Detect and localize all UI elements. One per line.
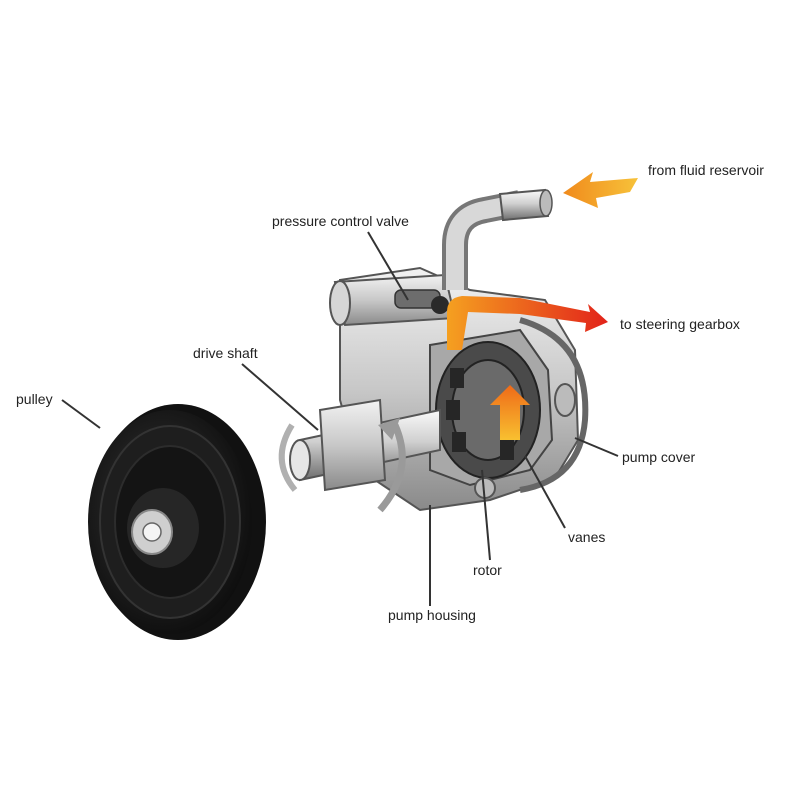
pressure-valve-illustration [329,273,457,327]
label-drive-shaft: drive shaft [193,345,258,361]
label-pump-cover: pump cover [622,449,696,465]
outflow-arrow [447,296,608,350]
pumping-arrow [490,385,530,440]
drive-shaft-illustration [278,398,441,513]
label-from-fluid-reservoir: from fluid reservoir [648,162,764,178]
label-pressure-control-valve: pressure control valve [272,213,409,229]
pulley-illustration [88,404,266,640]
label-pulley: pulley [16,391,53,407]
label-to-steering-gearbox: to steering gearbox [620,316,740,332]
label-rotor: rotor [473,562,502,578]
leader-lines [61,231,619,606]
inlet-pipe-illustration [442,188,553,290]
label-pump-housing: pump housing [388,607,476,623]
rotor-vanes-illustration [435,341,541,479]
label-vanes: vanes [568,529,606,545]
inflow-arrow [563,172,638,208]
